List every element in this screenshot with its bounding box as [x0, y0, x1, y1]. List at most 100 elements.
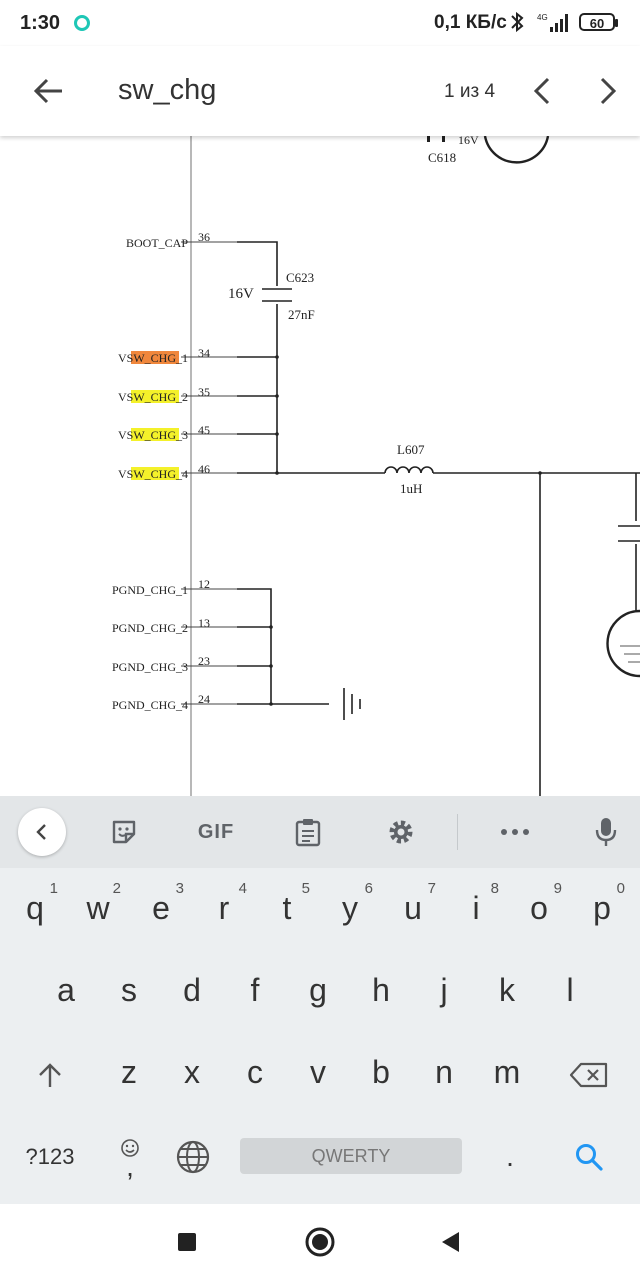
c618-label: C618	[428, 150, 456, 165]
period-key[interactable]: .	[506, 1141, 514, 1172]
comma-emoji-key[interactable]: ,	[100, 1122, 160, 1192]
search-icon	[576, 1144, 603, 1171]
square-icon	[178, 1233, 196, 1251]
microphone-icon	[595, 818, 617, 846]
c623-label: C623	[286, 270, 314, 285]
key-b[interactable]: b	[372, 1054, 390, 1090]
pin-number: 24	[198, 692, 210, 706]
key-s[interactable]: s	[121, 972, 137, 1008]
more-horizontal-icon	[501, 829, 529, 835]
signal-icon: 4G	[537, 13, 568, 32]
collapse-toolbar-button[interactable]	[18, 808, 66, 856]
key-j[interactable]: j	[440, 972, 448, 1008]
battery-icon: 60	[579, 13, 618, 31]
back-triangle-icon	[442, 1232, 459, 1252]
notification-dot-icon	[74, 15, 90, 31]
pin-number: 34	[198, 346, 210, 360]
emoji-icon	[121, 1139, 139, 1157]
c618-voltage: 16V	[458, 136, 479, 147]
pin-name: PGND_CHG_4	[112, 698, 188, 712]
chevron-right-icon[interactable]	[592, 76, 622, 106]
sticker-icon	[112, 820, 136, 844]
recents-button[interactable]	[167, 1222, 207, 1262]
clipboard-icon	[295, 819, 321, 847]
more-button[interactable]	[491, 808, 539, 856]
shift-arrow-icon	[39, 1063, 61, 1087]
globe-icon	[176, 1140, 210, 1174]
pin-number: 13	[198, 616, 210, 630]
key-m[interactable]: m	[493, 1054, 521, 1090]
pin-name: VSW_CHG_2	[118, 390, 188, 404]
keyboard-toolbar: GIF	[0, 796, 640, 868]
back-arrow-icon[interactable]	[32, 74, 66, 108]
key-d[interactable]: d	[183, 972, 201, 1008]
search-highlight	[131, 390, 179, 403]
search-highlight	[131, 428, 179, 441]
chevron-left-icon[interactable]	[528, 76, 558, 106]
key-h[interactable]: h	[372, 972, 390, 1008]
pin-name: VSW_CHG_1	[118, 351, 188, 365]
key-a[interactable]: a	[57, 972, 75, 1008]
pin-name: PGND_CHG_1	[112, 583, 188, 597]
key-z[interactable]: z	[121, 1054, 137, 1090]
pin-name: BOOT_CAP	[126, 236, 188, 250]
document-title: sw_chg	[118, 74, 217, 106]
pin-number: 36	[198, 230, 210, 244]
system-nav-bar	[0, 1204, 640, 1280]
c623-voltage: 16V	[228, 286, 254, 302]
key-l[interactable]: l	[566, 972, 574, 1008]
schematic-page: C618 16V	[112, 136, 640, 796]
key-k[interactable]: k	[499, 972, 515, 1008]
gif-label: GIF	[197, 820, 235, 843]
pin-name: VSW_CHG_3	[118, 428, 188, 442]
language-key[interactable]	[168, 1122, 218, 1192]
backspace-key[interactable]	[556, 1040, 622, 1110]
space-key[interactable]: QWERTY	[240, 1138, 462, 1174]
key-n[interactable]: n	[435, 1054, 453, 1090]
key-g[interactable]: g	[309, 972, 327, 1008]
c623-value: 27nF	[288, 307, 315, 322]
l607-value: 1uH	[400, 481, 422, 496]
key-v[interactable]: v	[310, 1054, 326, 1090]
gear-icon	[389, 820, 413, 844]
pin-number: 45	[198, 423, 210, 437]
settings-button[interactable]	[377, 808, 425, 856]
l607-label: L607	[397, 442, 425, 457]
shift-key[interactable]	[14, 1040, 86, 1110]
pin-name: PGND_CHG_3	[112, 660, 188, 674]
symbols-key[interactable]: ?123	[25, 1144, 75, 1169]
document-view[interactable]: C618 16V	[0, 136, 640, 796]
home-button[interactable]	[300, 1222, 340, 1262]
clipboard-button[interactable]	[284, 808, 332, 856]
toolbar-divider	[457, 814, 458, 850]
status-time: 1:30	[20, 12, 61, 34]
search-key[interactable]	[556, 1122, 622, 1192]
pin-number: 46	[198, 462, 210, 476]
network-speed: 0,1 КБ/с	[434, 12, 507, 33]
voice-input-button[interactable]	[582, 808, 630, 856]
chevron-left-icon	[36, 824, 46, 840]
backspace-icon	[569, 1062, 608, 1088]
key-c[interactable]: c	[247, 1054, 263, 1090]
gif-button[interactable]: GIF	[192, 808, 240, 856]
key-x[interactable]: x	[184, 1054, 200, 1090]
search-highlight	[131, 467, 179, 480]
pin-number: 12	[198, 577, 210, 591]
key-f[interactable]: f	[250, 972, 260, 1008]
pin-name: PGND_CHG_2	[112, 621, 188, 635]
pin-number: 23	[198, 654, 210, 668]
home-circle-icon	[305, 1227, 335, 1257]
sticker-button[interactable]	[100, 808, 148, 856]
back-button[interactable]	[430, 1222, 470, 1262]
network-type: 4G	[537, 13, 548, 22]
